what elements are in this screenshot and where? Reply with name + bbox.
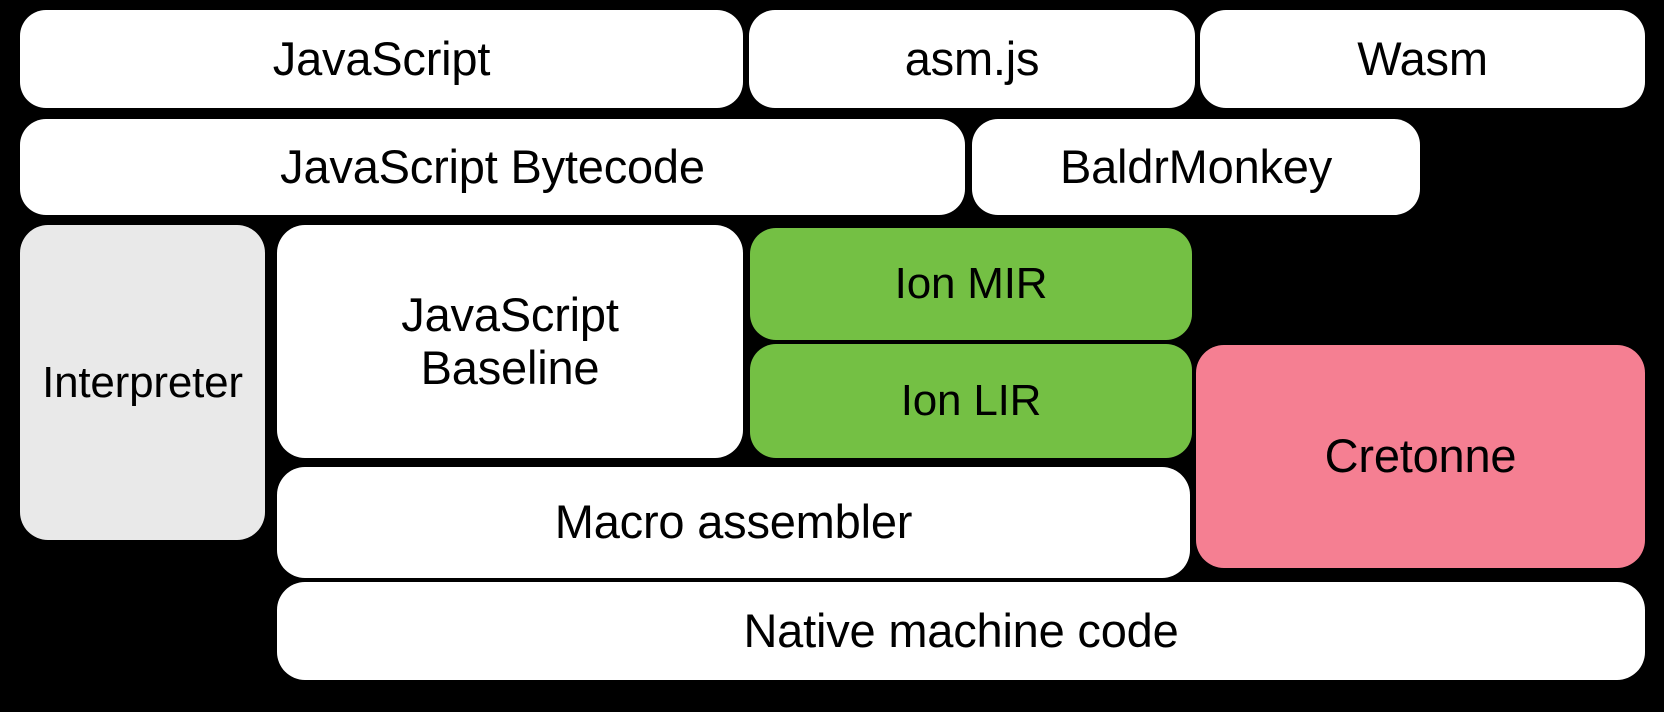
node-asm-js-label: asm.js [904,31,1040,85]
node-ion-lir-label: Ion LIR [900,376,1042,426]
node-ion-mir[interactable]: Ion MIR [750,228,1192,340]
node-javascript-baseline[interactable]: JavaScript Baseline [277,225,743,458]
node-baldrmonkey[interactable]: BaldrMonkey [972,119,1420,215]
node-baldrmonkey-label: BaldrMonkey [1059,139,1333,193]
node-native-machine-code[interactable]: Native machine code [277,582,1645,680]
node-javascript-bytecode[interactable]: JavaScript Bytecode [20,119,965,215]
node-interpreter[interactable]: Interpreter [20,225,265,540]
node-asm-js[interactable]: asm.js [749,10,1195,108]
node-interpreter-label: Interpreter [42,357,243,407]
node-cretonne-label: Cretonne [1324,429,1517,483]
node-wasm-label: Wasm [1357,31,1488,85]
node-javascript-label: JavaScript [272,31,491,85]
node-native-machine-code-label: Native machine code [743,603,1179,657]
node-ion-lir[interactable]: Ion LIR [750,344,1192,458]
node-javascript-bytecode-label: JavaScript Bytecode [280,139,705,193]
node-javascript[interactable]: JavaScript [20,10,743,108]
node-ion-mir-label: Ion MIR [894,259,1048,309]
node-javascript-baseline-label: JavaScript Baseline [401,287,619,394]
node-cretonne[interactable]: Cretonne [1196,345,1645,568]
node-macro-assembler-label: Macro assembler [554,495,913,549]
node-macro-assembler[interactable]: Macro assembler [277,467,1190,578]
node-wasm[interactable]: Wasm [1200,10,1645,108]
